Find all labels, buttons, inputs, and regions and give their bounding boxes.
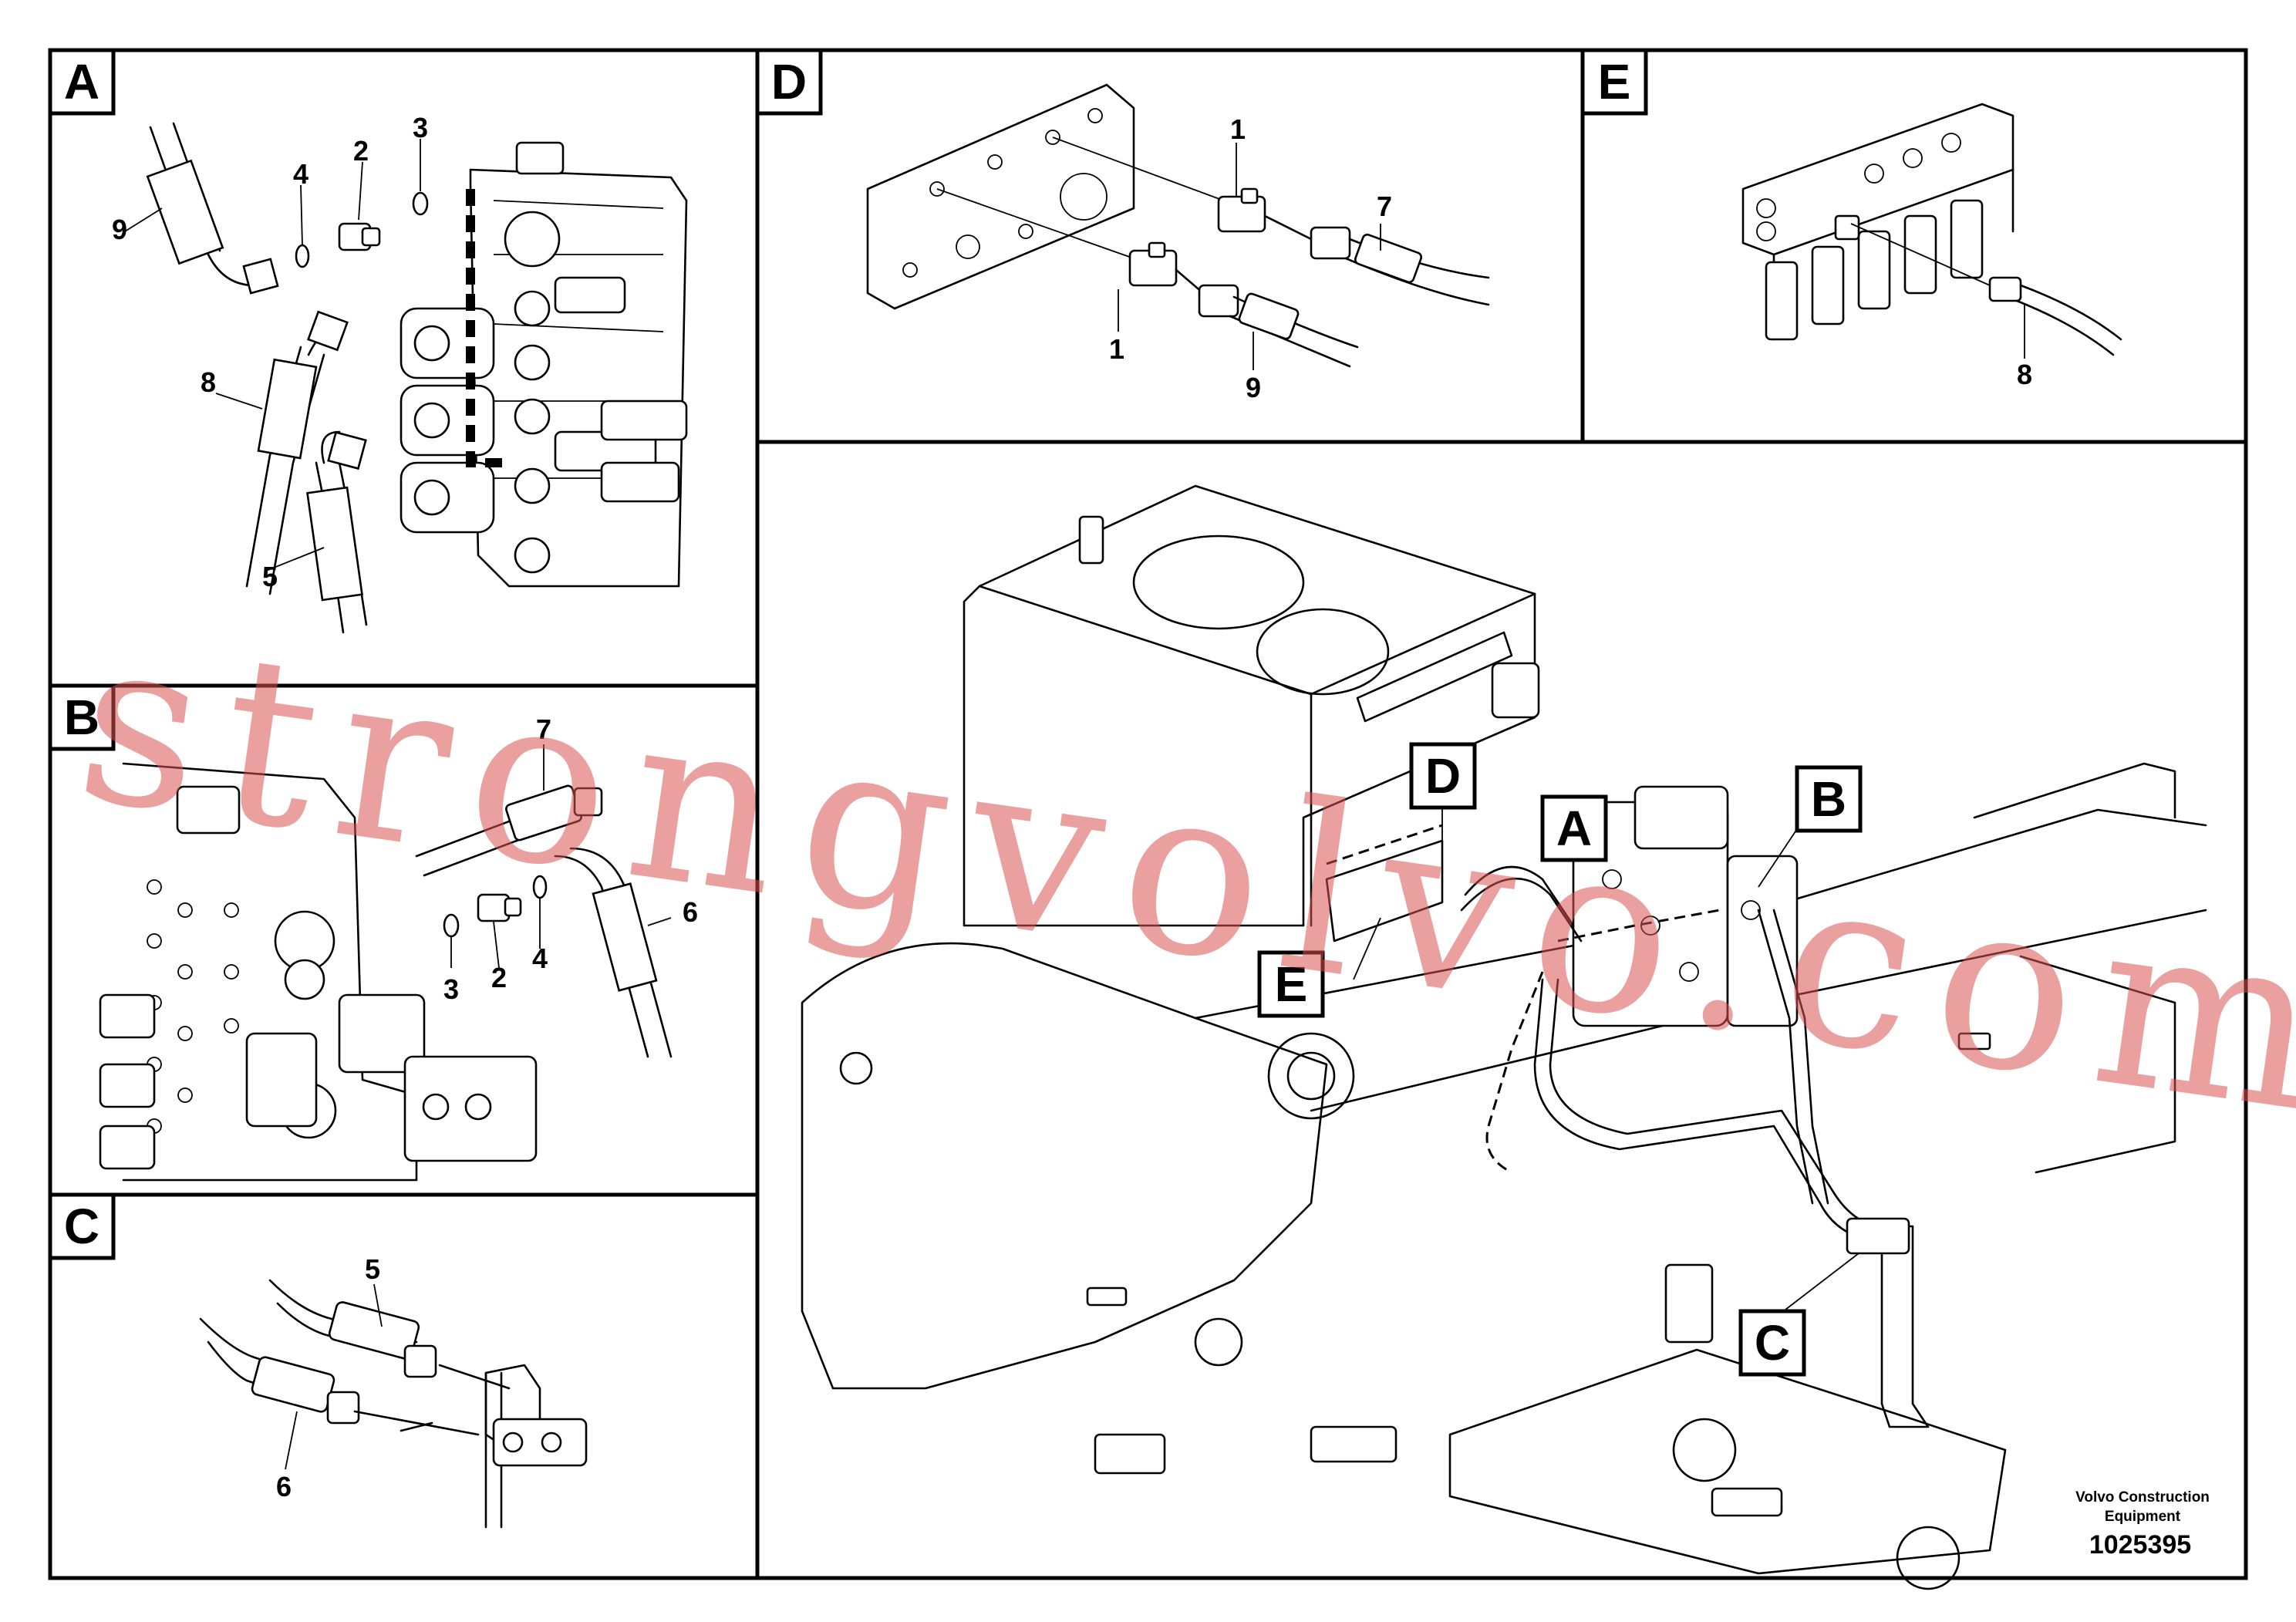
company-name-line2: Equipment xyxy=(2105,1509,2181,1525)
callout-8: 8 xyxy=(2017,359,2032,390)
svg-text:A: A xyxy=(64,54,99,110)
svg-text:E: E xyxy=(1275,956,1308,1012)
panel-d-frame xyxy=(755,48,1585,444)
callout-3: 3 xyxy=(413,112,428,143)
company-name-line1: Volvo Construction xyxy=(2075,1489,2210,1506)
callout-1: 1 xyxy=(1230,113,1246,145)
panel-e-letter: E xyxy=(1580,48,1648,116)
callout-4: 4 xyxy=(532,943,548,974)
callout-4: 4 xyxy=(293,158,308,190)
panel-d-drawing: 1 7 1 9 xyxy=(866,83,1490,403)
callout-3: 3 xyxy=(443,973,459,1005)
panel-b-drawing: 7 6 3 2 4 xyxy=(99,713,698,1182)
callout-9: 9 xyxy=(1246,372,1261,403)
callout-9: 9 xyxy=(112,214,127,245)
overview-frame xyxy=(755,440,2248,1580)
drawing-number: 1025395 xyxy=(2089,1530,2191,1560)
callout-7: 7 xyxy=(1377,191,1392,222)
callout-8: 8 xyxy=(201,366,216,398)
overview-label-e: E xyxy=(1257,950,1325,1018)
panel-c-letter: C xyxy=(48,1192,116,1260)
overview-label-a: A xyxy=(1540,794,1608,862)
panel-a-drawing: 9 4 2 3 8 5 xyxy=(112,112,688,634)
callout-5: 5 xyxy=(365,1253,380,1285)
svg-text:B: B xyxy=(64,690,99,745)
overview-label-d: D xyxy=(1409,742,1477,810)
overview-label-c: C xyxy=(1738,1309,1806,1377)
panel-a-letter: A xyxy=(48,48,116,116)
company-reference: Volvo Construction Equipment 1025395 xyxy=(2075,1489,2210,1560)
watermark-text: strongvolvo.com xyxy=(65,583,2296,1167)
callout-6: 6 xyxy=(276,1471,292,1502)
svg-text:D: D xyxy=(1425,748,1461,804)
panel-e-drawing: 8 xyxy=(1741,103,2122,390)
overview-label-b: B xyxy=(1795,765,1863,833)
panel-c-drawing: 5 6 xyxy=(199,1253,588,1529)
svg-text:B: B xyxy=(1811,771,1846,827)
callout-2: 2 xyxy=(353,135,369,167)
callout-5: 5 xyxy=(262,561,278,592)
callout-1: 1 xyxy=(1109,333,1124,365)
callout-6: 6 xyxy=(683,896,698,928)
svg-text:A: A xyxy=(1556,801,1592,856)
callout-7: 7 xyxy=(536,713,551,745)
panel-c-frame xyxy=(48,1192,760,1580)
svg-text:C: C xyxy=(64,1199,99,1254)
overview-drawing xyxy=(801,484,2207,1590)
svg-text:C: C xyxy=(1755,1315,1790,1371)
svg-text:D: D xyxy=(771,54,807,110)
panel-d-letter: D xyxy=(755,48,823,116)
callout-2: 2 xyxy=(491,962,507,993)
svg-text:E: E xyxy=(1598,54,1631,110)
panel-b-letter: B xyxy=(48,683,116,751)
